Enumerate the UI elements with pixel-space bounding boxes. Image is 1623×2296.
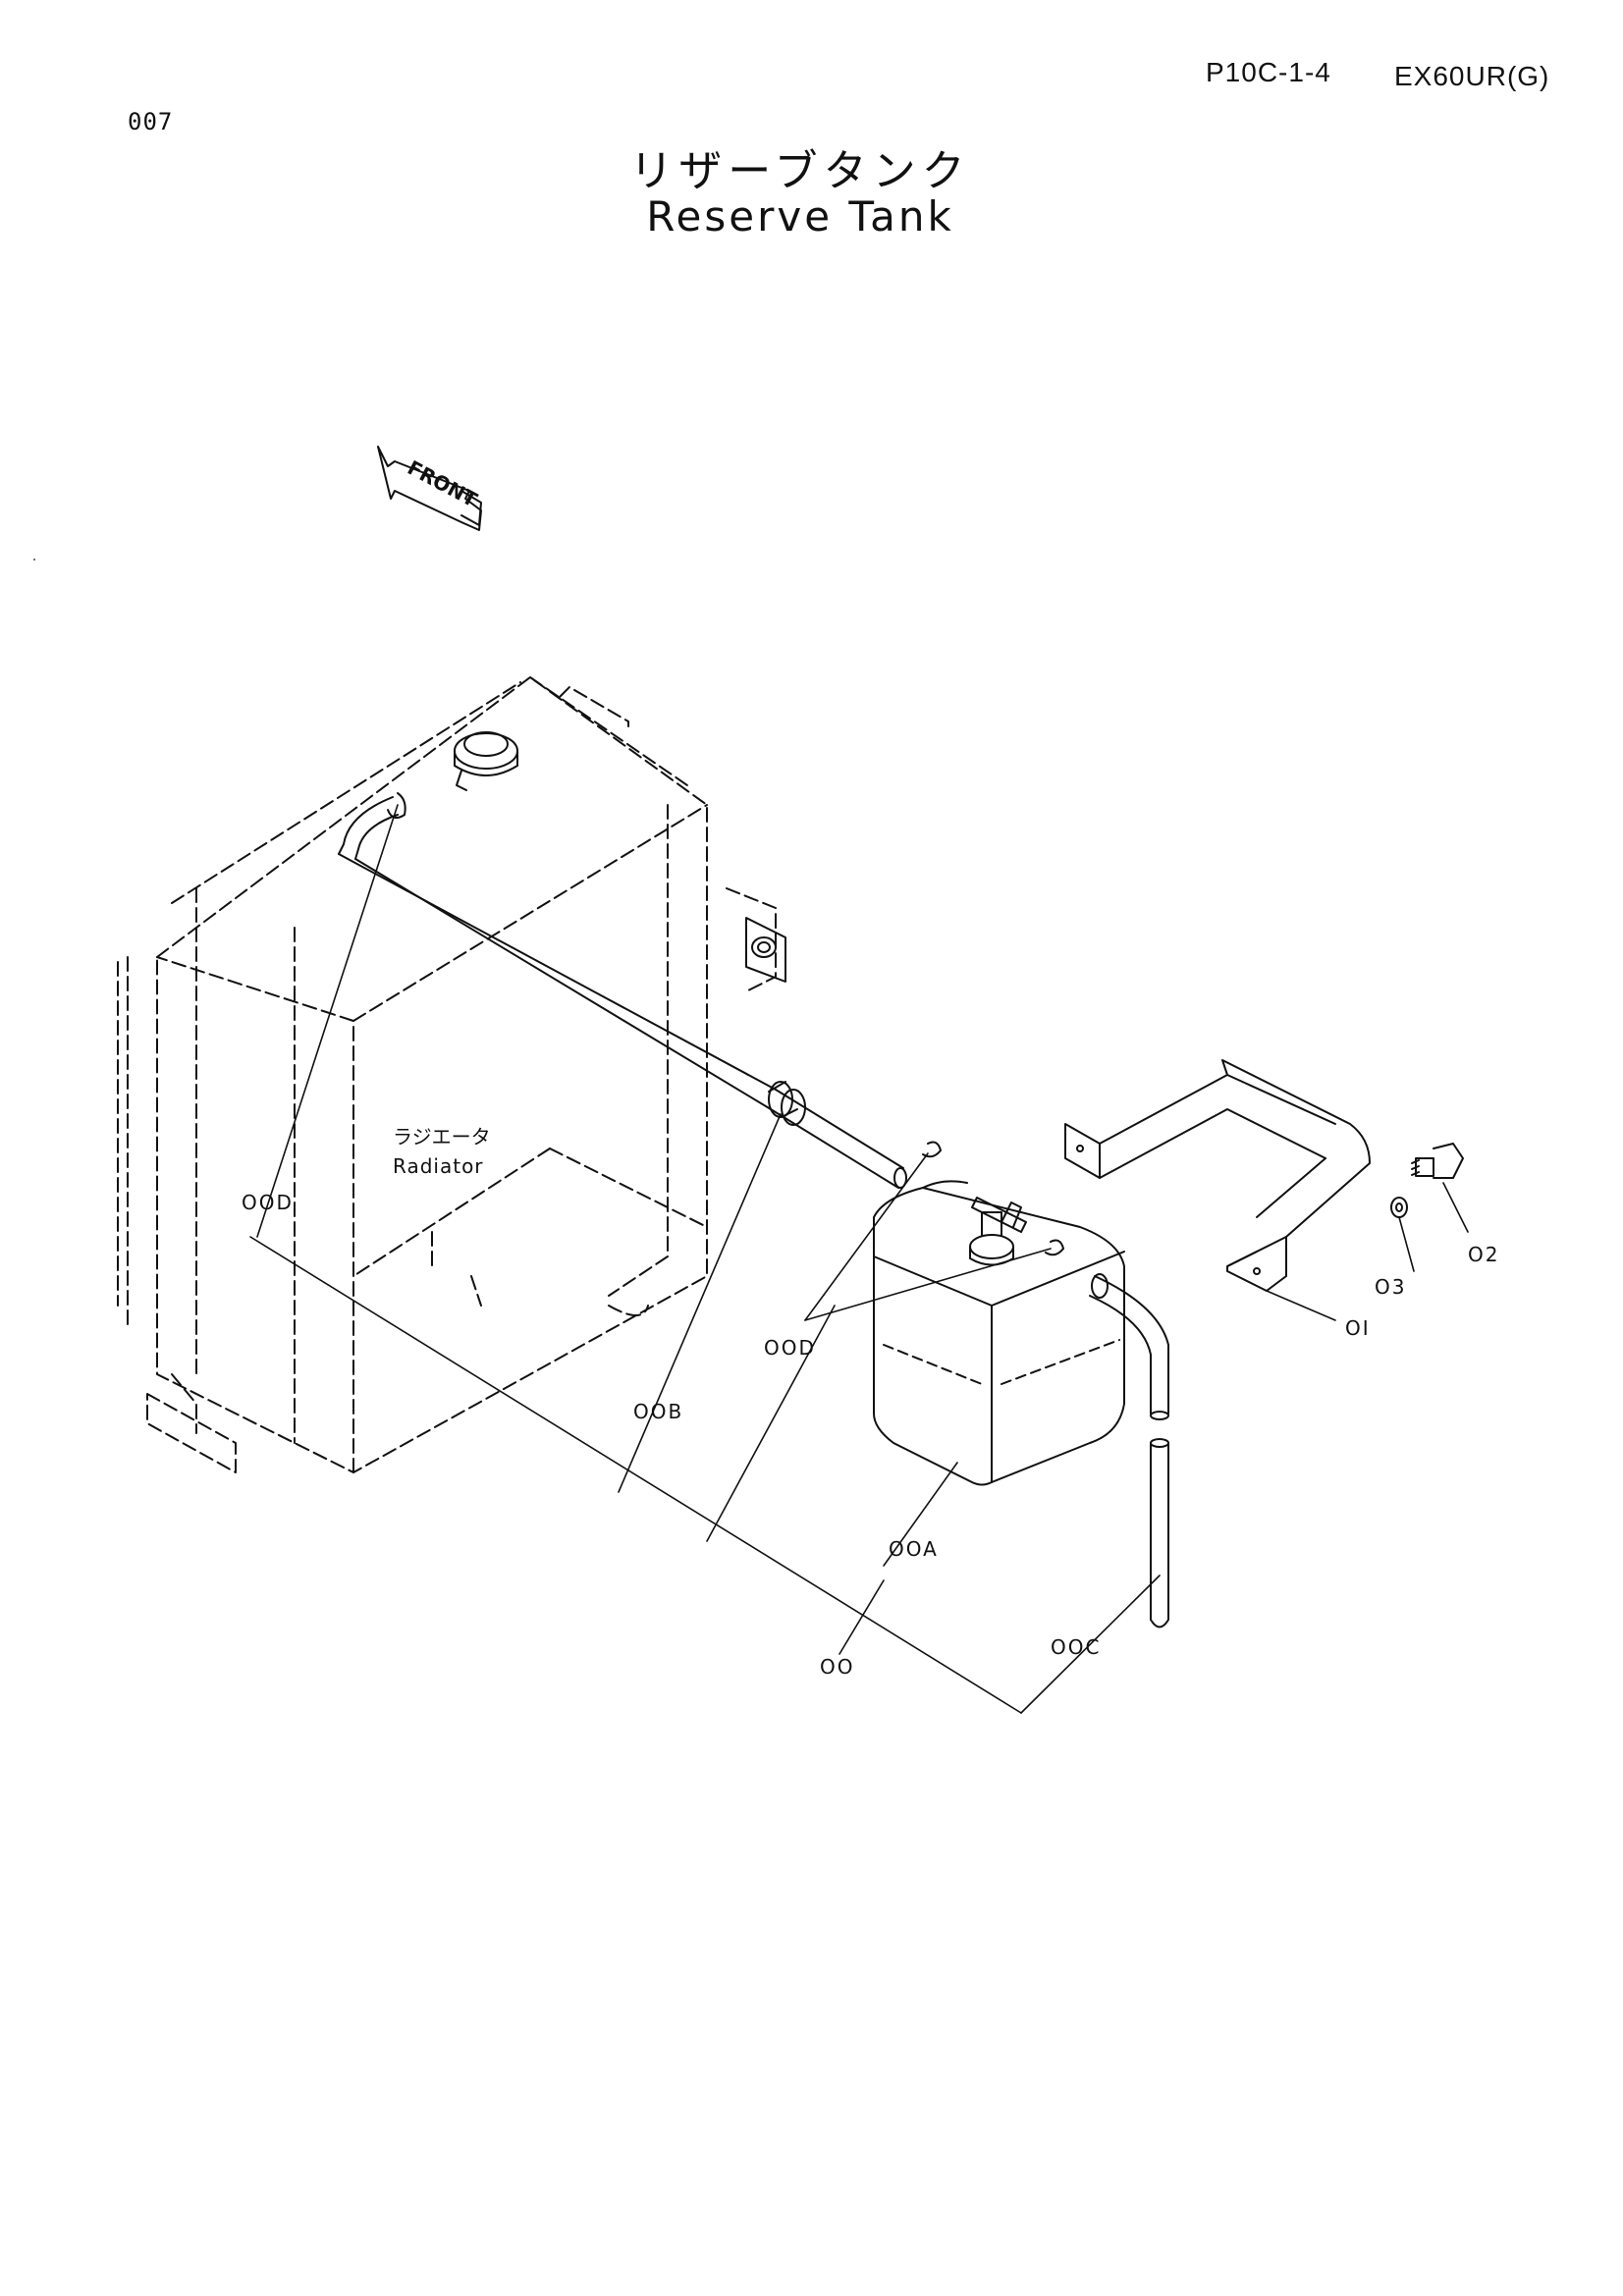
callout-00d-left: OOD bbox=[242, 1191, 294, 1214]
radiator-cap-icon bbox=[454, 731, 518, 791]
bolt-icon bbox=[1411, 1143, 1464, 1179]
washer-icon bbox=[1390, 1197, 1408, 1218]
callout-00a: OOA bbox=[889, 1537, 939, 1561]
tank-bracket-icon bbox=[1064, 1059, 1371, 1292]
radiator-label-en: Radiator bbox=[393, 1154, 484, 1178]
radiator-outline bbox=[117, 676, 777, 1473]
hose-joint-icon bbox=[768, 1081, 806, 1126]
overflow-hose bbox=[338, 796, 907, 1189]
callout-00c: OOC bbox=[1051, 1635, 1101, 1659]
title-english: Reserve Tank bbox=[646, 192, 954, 240]
radiator-fitting-icon bbox=[745, 917, 786, 983]
callout-01: OI bbox=[1345, 1316, 1371, 1340]
model-name: EX60UR(G) bbox=[1394, 61, 1550, 91]
reserve-tank-icon bbox=[873, 1180, 1125, 1486]
title-japanese: リザーブタンク bbox=[629, 146, 971, 196]
front-label: FRONT bbox=[404, 455, 481, 511]
front-arrow-icon bbox=[377, 446, 482, 531]
callout-03: O3 bbox=[1375, 1275, 1406, 1299]
stray-dot bbox=[33, 559, 35, 561]
drain-hose bbox=[1089, 1273, 1169, 1629]
callout-02: O2 bbox=[1468, 1243, 1499, 1266]
leader-lines bbox=[249, 804, 1469, 1714]
callout-00: OO bbox=[820, 1655, 854, 1679]
page-code: P10C-1-4 bbox=[1206, 57, 1331, 87]
page-number: 007 bbox=[128, 108, 174, 135]
radiator-label-ja: ラジエータ bbox=[393, 1125, 491, 1148]
callout-00d-tank: OOD bbox=[764, 1336, 816, 1360]
callout-00b: OOB bbox=[633, 1400, 683, 1423]
hose-clamp-icon bbox=[387, 792, 1064, 1256]
